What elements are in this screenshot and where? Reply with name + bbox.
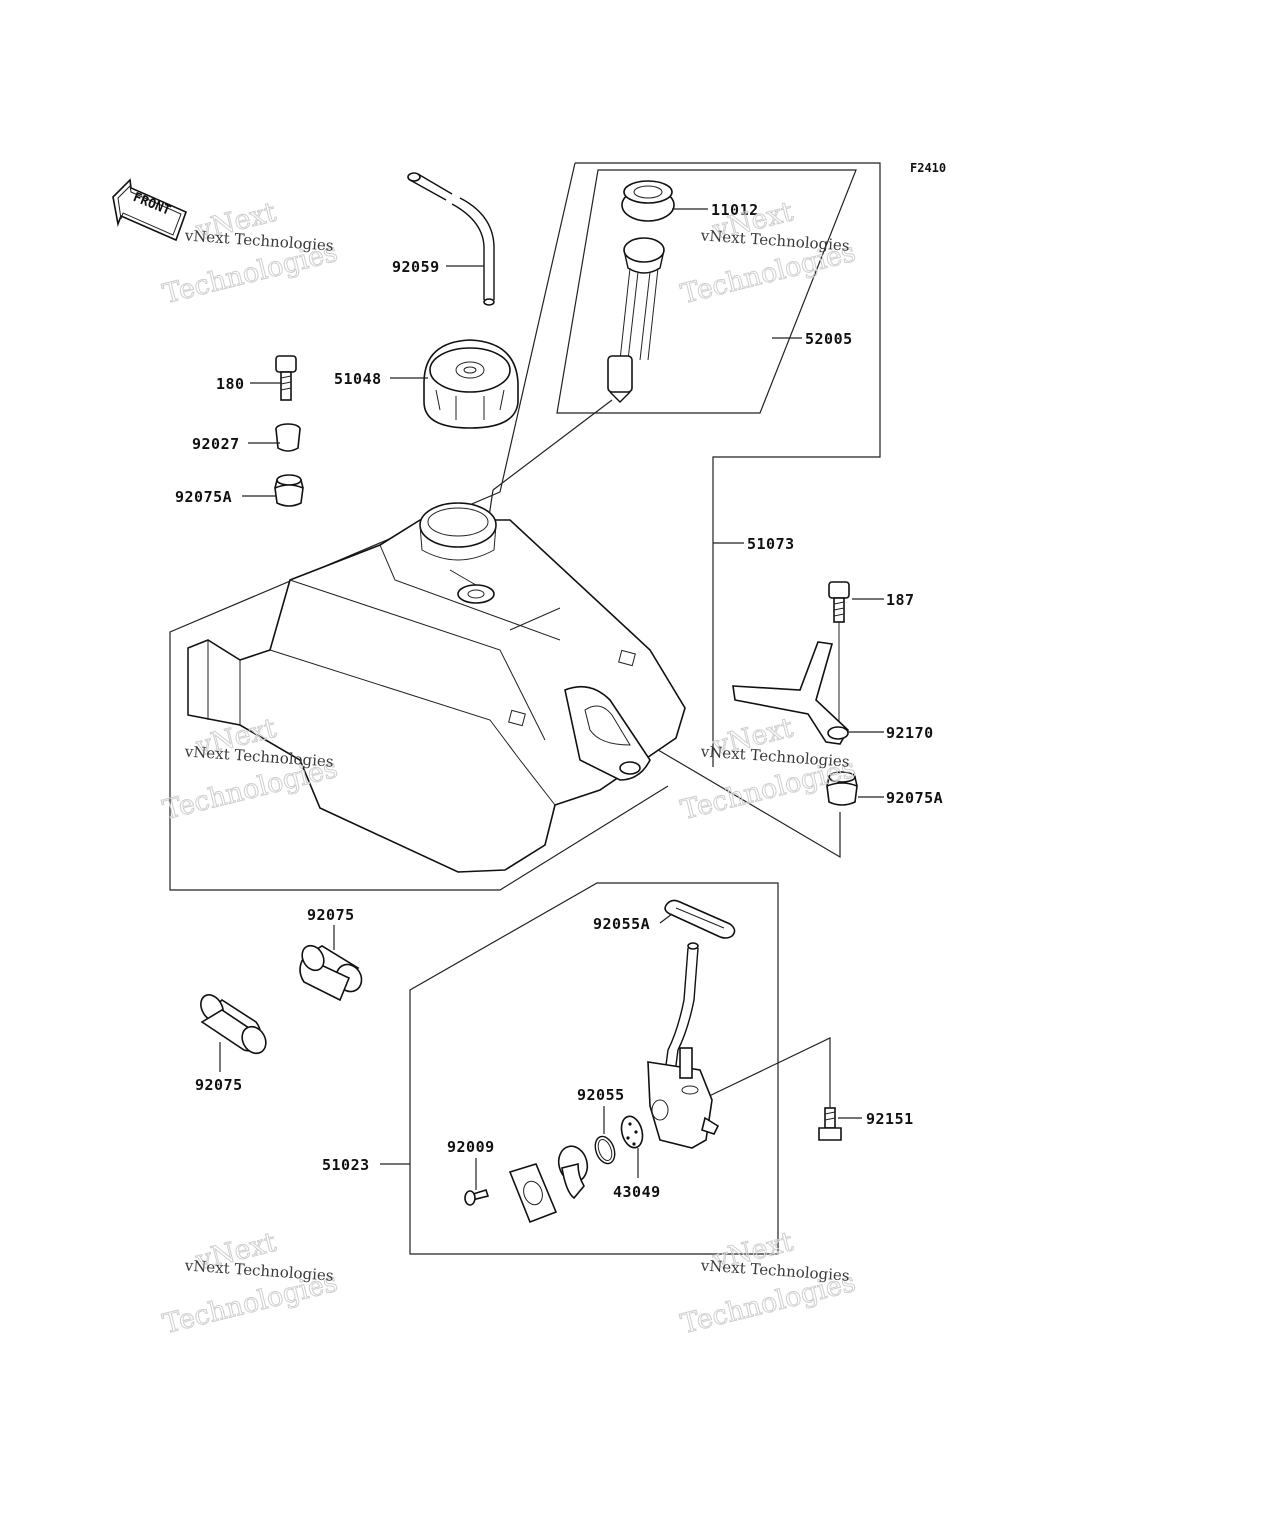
watermark-small: vNext Technologies: [699, 226, 850, 254]
callout-92075-lower: 92075: [195, 1076, 243, 1094]
disc-43049: [620, 1115, 644, 1149]
callout-51023: 51023: [322, 1156, 370, 1174]
callout-180: 180: [216, 375, 245, 393]
callout-92151: 92151: [866, 1110, 914, 1128]
callout-92075-upper: 92075: [307, 906, 355, 924]
callout-92009: 92009: [447, 1138, 495, 1156]
grommet-92075a-right: [826, 771, 858, 806]
collar-92027: [275, 423, 301, 452]
callout-92075a-right: 92075A: [886, 789, 943, 807]
watermark-small: vNext Technologies: [699, 1256, 850, 1284]
grommet-92075a-top: [274, 474, 304, 507]
spacer-92075-lower: [200, 994, 267, 1055]
watermark-bottom-right: vNext Technologies vNext Technologies: [677, 1226, 859, 1341]
watermark-small: vNext Technologies: [183, 1256, 334, 1284]
watermark-small: vNext Technologies: [699, 742, 850, 770]
front-arrow-icon: FRONT: [112, 178, 188, 242]
callout-51048: 51048: [334, 370, 382, 388]
callout-92075a-top: 92075A: [175, 488, 232, 506]
bracket-92170: [732, 641, 850, 745]
callout-92170: 92170: [886, 724, 934, 742]
watermark-top-right: vNext Technologies vNext Technologies: [677, 196, 859, 311]
oring-92055: [594, 1135, 616, 1165]
callout-92055: 92055: [577, 1086, 625, 1104]
ring-11012: [621, 180, 675, 222]
callout-43049: 43049: [613, 1183, 661, 1201]
screw-92151: [818, 1107, 842, 1141]
fuel-tank-51073: [187, 502, 686, 873]
watermark-small: vNext Technologies: [183, 226, 334, 254]
figure-code: F2410: [910, 161, 946, 175]
watermark-bottom-left: vNext Technologies vNext Technologies: [159, 1226, 341, 1340]
fuel-cap-51048: [423, 339, 519, 429]
gasket-92055a: [664, 899, 736, 939]
plate-92009: [464, 1163, 558, 1224]
group-51073-outline: [575, 162, 881, 767]
lever: [557, 1145, 589, 1200]
callout-92059: 92059: [392, 258, 440, 276]
sender-52005: [607, 237, 665, 403]
callout-11012: 11012: [711, 201, 759, 219]
hose-92059: [407, 172, 495, 306]
callout-52005: 52005: [805, 330, 853, 348]
bolt-180: [275, 355, 297, 401]
bolt-187: [828, 581, 850, 730]
watermark-top-left: vNext Technologies vNext Technologies: [159, 196, 341, 310]
fuel-cock-51023: [647, 942, 720, 1149]
spacer-92075-upper: [299, 944, 363, 1002]
callout-51073: 51073: [747, 535, 795, 553]
callout-92055a: 92055A: [593, 915, 650, 933]
callout-187: 187: [886, 591, 915, 609]
callout-92027: 92027: [192, 435, 240, 453]
group-51023-outline: [409, 882, 779, 1255]
group-52005-outline: [556, 169, 857, 414]
leader-lines: [219, 208, 884, 1190]
